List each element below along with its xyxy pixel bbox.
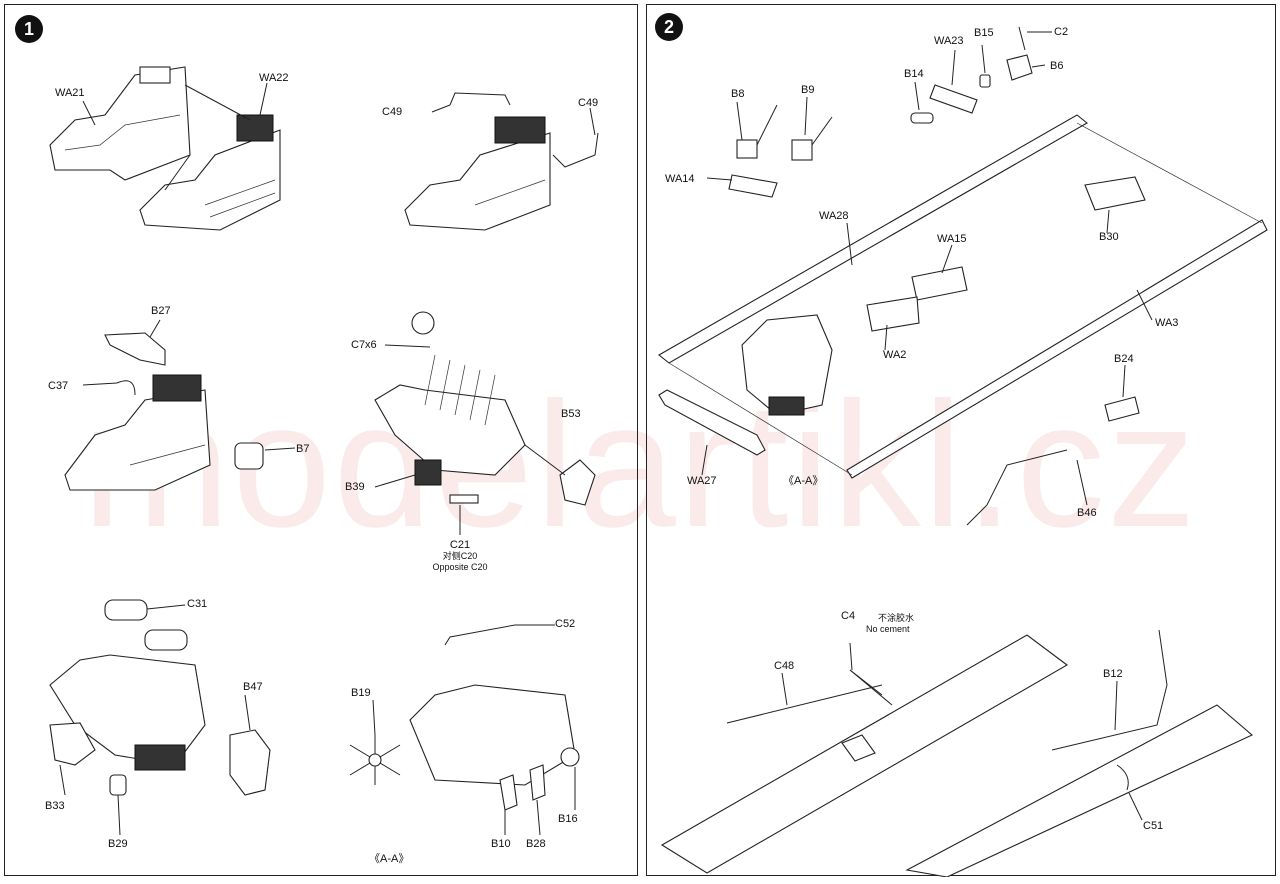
part-wa22 xyxy=(139,114,281,231)
engine-assembly-b27 xyxy=(64,332,264,491)
label-b19: B19 xyxy=(351,687,371,699)
part-wa23-group xyxy=(910,26,1033,124)
label-c21: C21 xyxy=(449,539,471,551)
label-b27: B27 xyxy=(151,305,171,317)
label-b6: B6 xyxy=(1050,60,1064,72)
label-b9: B9 xyxy=(801,84,815,96)
label-b16: B16 xyxy=(558,813,578,825)
label-c52: C52 xyxy=(555,618,576,630)
label-c37: C37 xyxy=(48,380,69,392)
label-b15: B15 xyxy=(974,27,994,39)
label-c31: C31 xyxy=(187,598,208,610)
note-no-cement-cn: 不涂胶水 xyxy=(877,613,914,623)
label-b33: B33 xyxy=(45,800,65,812)
note-no-cement-en: No cement xyxy=(866,624,910,634)
label-wa3: WA3 xyxy=(1155,317,1179,329)
label-b8: B8 xyxy=(731,88,745,100)
label-b24: B24 xyxy=(1114,353,1134,365)
label-wa15: WA15 xyxy=(937,233,967,245)
chassis-bottom-left xyxy=(660,634,1068,874)
label-b7: B7 xyxy=(296,443,310,455)
label-b30: B30 xyxy=(1099,231,1119,243)
step-2-drawing xyxy=(658,26,1268,877)
step-1-number: 1 xyxy=(15,15,43,43)
chassis-frame xyxy=(658,114,1268,479)
step-2-panel: 2 xyxy=(646,4,1276,877)
engine-assembly-c31 xyxy=(49,599,271,796)
label-b46: B46 xyxy=(1077,507,1097,519)
label-b29: B29 xyxy=(108,838,128,850)
part-wa21 xyxy=(49,66,191,181)
note-c21-cn: 对侧C20 xyxy=(442,551,478,561)
label-wa2: WA2 xyxy=(883,349,907,361)
step-1-drawing xyxy=(49,66,599,836)
label-c51: C51 xyxy=(1143,820,1164,832)
label-c49-right: C49 xyxy=(578,97,599,109)
engine-assembly-c49 xyxy=(404,92,599,231)
label-wa21: WA21 xyxy=(55,87,85,99)
label-wa23: WA23 xyxy=(934,35,964,47)
label-b10: B10 xyxy=(491,838,511,850)
note-c21-en: Opposite C20 xyxy=(432,562,488,572)
label-b12: B12 xyxy=(1103,668,1123,680)
label-view-a-a-step1: 《A-A》 xyxy=(369,853,410,865)
chassis-bottom-right xyxy=(905,629,1254,877)
label-b53: B53 xyxy=(561,408,581,420)
label-view-a-a-step2: 《A-A》 xyxy=(783,475,824,487)
label-b28: B28 xyxy=(526,838,546,850)
label-wa27: WA27 xyxy=(687,475,717,487)
front-bumper-wa27 xyxy=(658,389,766,456)
label-c2: C2 xyxy=(1054,26,1069,38)
step-1-panel: 1 xyxy=(4,4,638,876)
engine-assembly-c7 xyxy=(374,311,596,506)
part-b24-exhaust xyxy=(966,396,1140,526)
engine-in-chassis xyxy=(741,314,833,416)
label-c7x6: C7x6 xyxy=(351,339,377,351)
engine-assembly-c52 xyxy=(349,624,580,811)
step-2-number: 2 xyxy=(655,13,683,41)
label-b39: B39 xyxy=(345,481,365,493)
label-wa22: WA22 xyxy=(259,72,289,84)
label-wa14: WA14 xyxy=(665,173,695,185)
part-b8-b9 xyxy=(728,104,833,198)
label-c48: C48 xyxy=(774,660,795,672)
label-b47: B47 xyxy=(243,681,263,693)
label-wa28: WA28 xyxy=(819,210,849,222)
label-b14: B14 xyxy=(904,68,924,80)
label-c4: C4 xyxy=(841,610,856,622)
label-c49-left: C49 xyxy=(382,106,403,118)
